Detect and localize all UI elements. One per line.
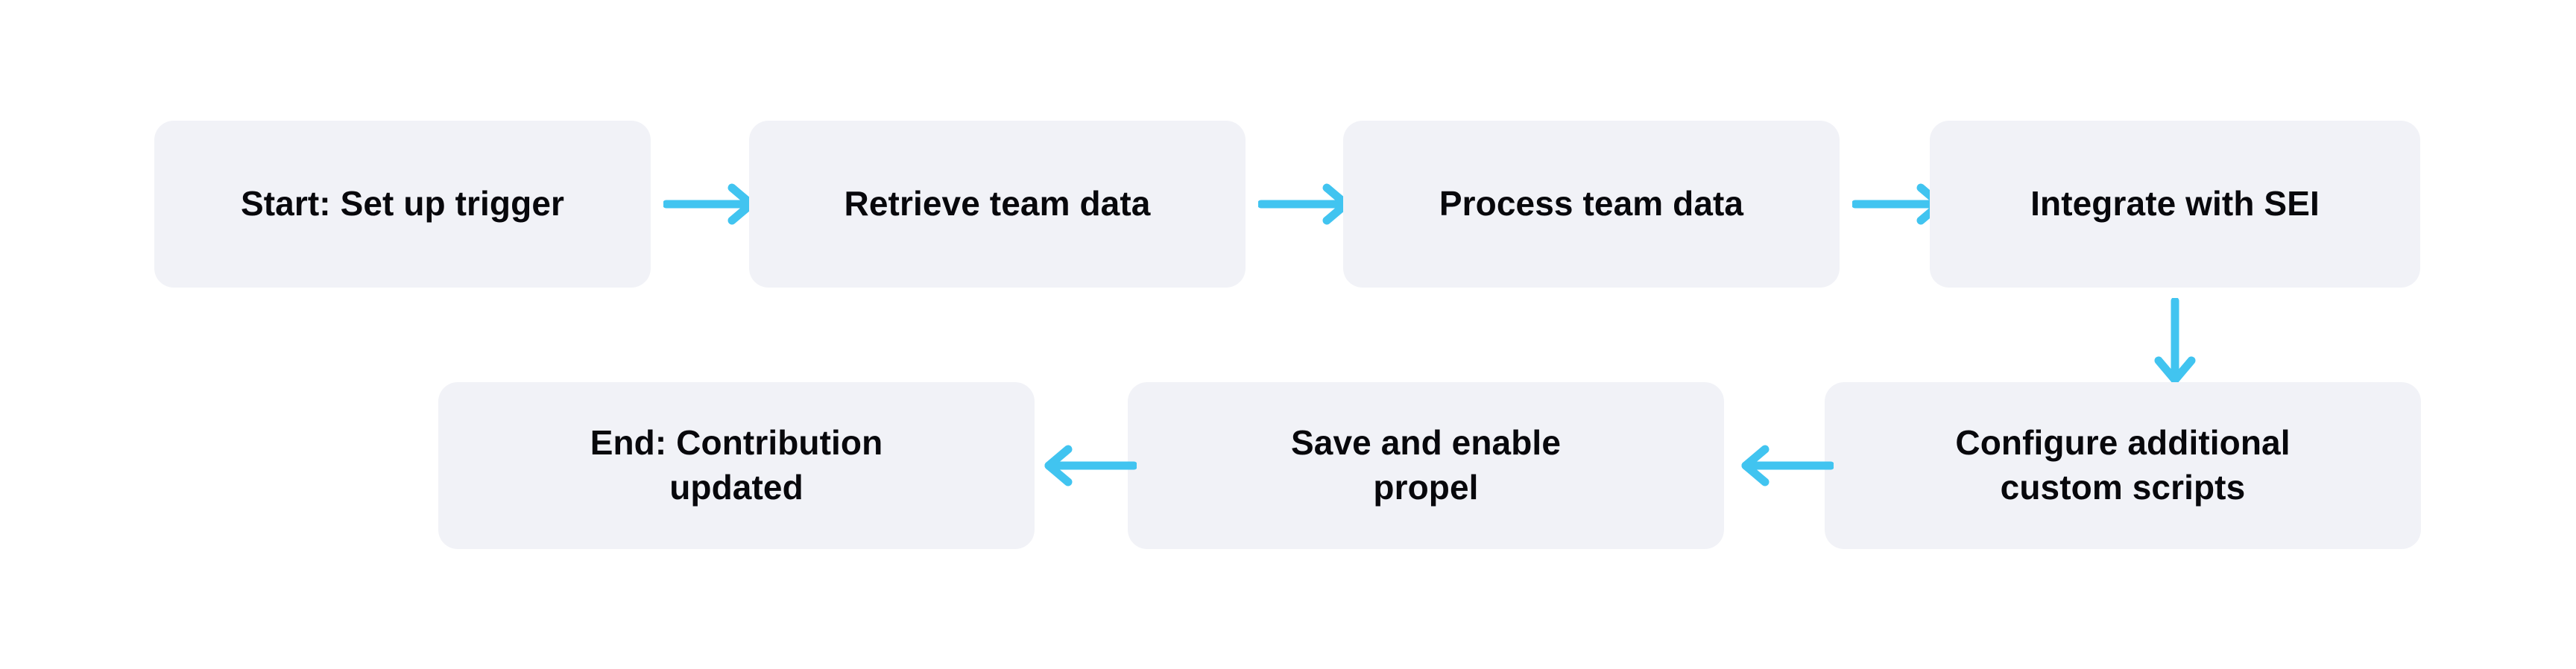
flow-node-label: Retrieve team data <box>844 184 1151 223</box>
flow-node-save-and-enable-propel[interactable]: Save and enable propel <box>1128 382 1724 549</box>
arrow-right-icon <box>1258 182 1355 226</box>
flow-node-configure-custom-scripts[interactable]: Configure additional custom scripts <box>1825 382 2421 549</box>
flow-node-label: Configure additional custom scripts <box>1955 423 2291 507</box>
flow-node-label: Save and enable propel <box>1291 423 1561 507</box>
arrow-right-icon <box>663 182 760 226</box>
flow-node-process-team-data[interactable]: Process team data <box>1343 121 1840 288</box>
flow-node-retrieve-team-data[interactable]: Retrieve team data <box>749 121 1246 288</box>
arrow-down-icon <box>2153 298 2197 387</box>
flow-node-start[interactable]: Start: Set up trigger <box>154 121 651 288</box>
flow-node-label: End: Contribution updated <box>590 423 883 507</box>
flow-node-label: Process team data <box>1439 184 1744 223</box>
arrow-left-icon <box>1040 443 1137 488</box>
arrow-left-icon <box>1737 443 1834 488</box>
flow-node-label: Start: Set up trigger <box>240 184 565 223</box>
flow-node-end-contribution-updated[interactable]: End: Contribution updated <box>438 382 1035 549</box>
flow-node-label: Integrate with SEI <box>2030 184 2320 223</box>
flow-node-integrate-with-sei[interactable]: Integrate with SEI <box>1930 121 2420 288</box>
